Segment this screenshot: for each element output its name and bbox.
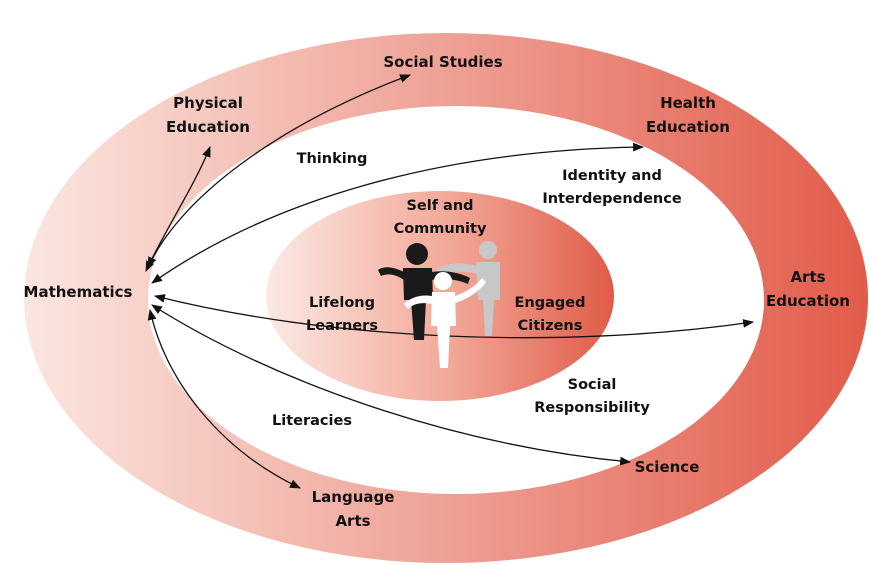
svg-text:Health: Health	[660, 94, 716, 112]
social-responsibility-line1: Social	[568, 377, 617, 393]
mathematics-line1: Mathematics	[24, 283, 133, 301]
svg-text:Language: Language	[312, 488, 395, 506]
svg-text:Education: Education	[166, 118, 250, 136]
goal-lifelong-learners: Lifelong Learners	[306, 295, 378, 334]
svg-text:Social Studies: Social Studies	[383, 53, 502, 71]
social-studies-line1: Social Studies	[383, 53, 502, 71]
identity-line1: Identity and	[562, 168, 662, 184]
competency-social-responsibility: Social Responsibility	[534, 377, 650, 416]
svg-text:Lifelong: Lifelong	[309, 295, 375, 311]
subject-physical-education: Physical Education	[166, 94, 250, 136]
subject-health-education: Health Education	[646, 94, 730, 136]
competency-identity: Identity and Interdependence	[542, 168, 682, 207]
svg-text:Self and: Self and	[406, 198, 473, 214]
svg-text:Social: Social	[568, 377, 617, 393]
svg-text:Engaged: Engaged	[515, 295, 586, 311]
lifelong-line2: Learners	[306, 318, 378, 334]
svg-text:Education: Education	[646, 118, 730, 136]
health-education-line1: Health	[660, 94, 716, 112]
thinking-line1: Thinking	[297, 151, 368, 167]
health-education-line2: Education	[646, 118, 730, 136]
svg-text:Mathematics: Mathematics	[24, 283, 133, 301]
literacies-line1: Literacies	[272, 413, 352, 429]
goal-self-community: Self and Community	[394, 198, 487, 237]
identity-line2: Interdependence	[542, 191, 682, 207]
svg-text:Responsibility: Responsibility	[534, 400, 650, 416]
language-arts-line1: Language	[312, 488, 395, 506]
arrow-health-education	[151, 142, 645, 284]
self-community-line2: Community	[394, 221, 487, 237]
goal-engaged-citizens: Engaged Citizens	[515, 295, 586, 334]
svg-text:Physical: Physical	[173, 94, 243, 112]
competency-thinking: Thinking	[297, 151, 368, 167]
white-person-icon	[404, 272, 486, 368]
subject-language-arts: Language Arts	[312, 488, 395, 530]
svg-text:Thinking: Thinking	[297, 151, 368, 167]
svg-text:Identity and: Identity and	[562, 168, 662, 184]
arts-education-line2: Education	[766, 292, 850, 310]
svg-text:Literacies: Literacies	[272, 413, 352, 429]
svg-text:Education: Education	[766, 292, 850, 310]
svg-text:Arts: Arts	[790, 268, 825, 286]
engaged-line1: Engaged	[515, 295, 586, 311]
svg-text:Citizens: Citizens	[518, 318, 583, 334]
self-community-line1: Self and	[406, 198, 473, 214]
science-line1: Science	[635, 458, 700, 476]
physical-education-line1: Physical	[173, 94, 243, 112]
arts-education-line1: Arts	[790, 268, 825, 286]
svg-text:Interdependence: Interdependence	[542, 191, 682, 207]
svg-text:Science: Science	[635, 458, 700, 476]
svg-text:Arts: Arts	[335, 512, 370, 530]
social-responsibility-line2: Responsibility	[534, 400, 650, 416]
subject-social-studies: Social Studies	[383, 53, 502, 71]
svg-text:Community: Community	[394, 221, 487, 237]
lifelong-line1: Lifelong	[309, 295, 375, 311]
physical-education-line2: Education	[166, 118, 250, 136]
competency-literacies: Literacies	[272, 413, 352, 429]
subject-mathematics: Mathematics	[24, 283, 133, 301]
people-figures-icon	[378, 241, 500, 368]
subject-arts-education: Arts Education	[766, 268, 850, 310]
arrow-language-arts	[147, 308, 301, 489]
svg-text:Learners: Learners	[306, 318, 378, 334]
language-arts-line2: Arts	[335, 512, 370, 530]
subject-science: Science	[635, 458, 700, 476]
engaged-line2: Citizens	[518, 318, 583, 334]
